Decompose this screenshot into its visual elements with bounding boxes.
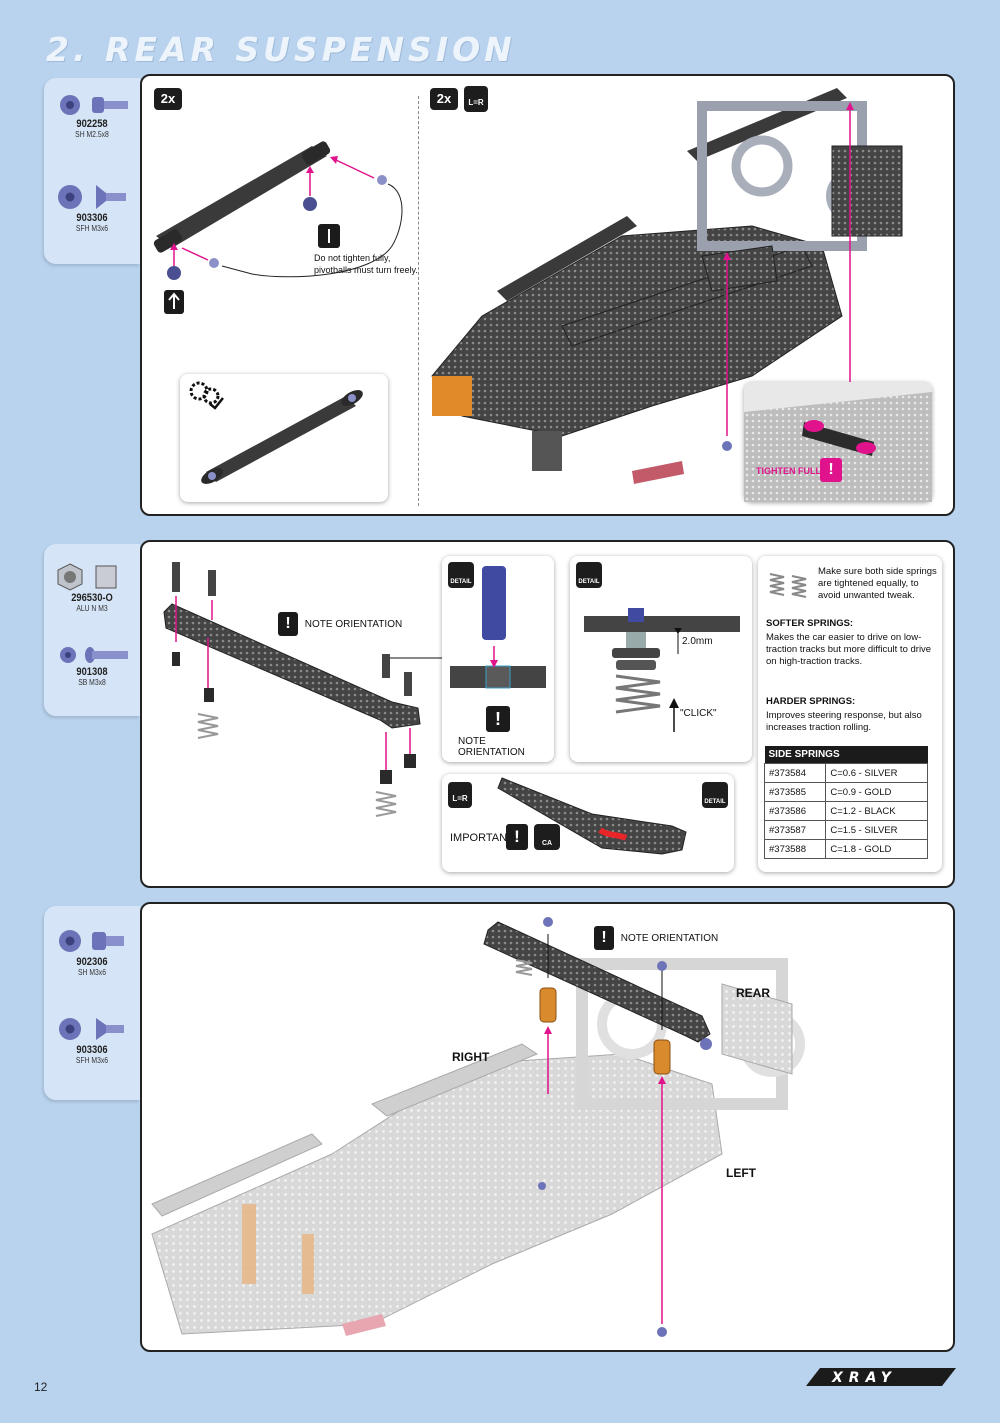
flat-head-screw-icon <box>58 185 126 209</box>
rear-pod-assembly-illustration <box>151 917 805 1337</box>
panel-divider <box>418 96 419 506</box>
flat-head-screw-icon <box>59 1018 124 1040</box>
qty-badge-left: 2x <box>154 88 182 110</box>
spring-plate-illustration <box>163 562 442 817</box>
springs-intro: Make sure both side springs are tightene… <box>818 566 937 601</box>
detail-card-spring-height: DETAIL 2.0mm "CLICK" <box>570 556 752 762</box>
socket-head-screw-icon <box>59 930 124 952</box>
button-head-screw-icon <box>60 647 128 663</box>
detail-icon: DETAIL <box>702 782 728 808</box>
part-903306: 903306 SFH M3x6 <box>44 182 140 233</box>
tighten-detail-illustration <box>744 392 932 502</box>
xray-logo: XRAY <box>800 1366 960 1388</box>
tighten-fully-label: TIGHTEN FULLY <box>756 466 827 476</box>
harder-springs-text: Improves steering response, but also inc… <box>766 710 922 733</box>
detail-icon: DETAIL <box>576 562 602 588</box>
spring-height-detail <box>584 608 740 732</box>
click-label: "CLICK" <box>680 708 717 719</box>
note-orientation-1: ! NOTE ORIENTATION <box>278 612 402 636</box>
chassis-illustration <box>431 88 903 484</box>
detail-note-orientation-label: NOTE ORIENTATION <box>458 736 525 758</box>
left-equals-right-icon: L=R <box>464 86 488 112</box>
step3-panel: ! NOTE ORIENTATION REAR RIGHT LEFT <box>140 902 955 1352</box>
note-orientation-label: NOTE ORIENTATION <box>304 618 403 630</box>
right-label: RIGHT <box>452 1050 490 1064</box>
part-901308: 901308 SB M3x8 <box>44 644 140 687</box>
warning-icon: ! <box>594 926 614 950</box>
springs-info-card: Make sure both side springs are tightene… <box>758 556 942 872</box>
pivotball-note: Do not tighten fully, pivotballs must tu… <box>314 253 418 275</box>
part-902258: 902258 SH M2.5x8 <box>44 92 140 139</box>
spring-height-dimension: 2.0mm <box>682 636 713 647</box>
softer-springs-title: SOFTER SPRINGS: <box>766 618 854 629</box>
rear-label: REAR <box>736 986 771 1000</box>
gear-check-icon <box>189 381 224 410</box>
harder-springs-title: HARDER SPRINGS: <box>766 696 856 707</box>
tighten-detail-card: TIGHTEN FULLY ! <box>744 382 932 502</box>
step2-parts-bag: 296530-O ALU N M3 901308 SB M3x8 <box>44 544 140 716</box>
side-springs-header: SIDE SPRINGS <box>764 746 928 764</box>
detail-card-plate-orientation: DETAIL ! NOTE ORIENTATION <box>442 556 554 762</box>
page-number: 12 <box>34 1380 48 1394</box>
warning-icon: ! <box>506 824 528 850</box>
left-label: LEFT <box>726 1166 756 1180</box>
plate-orientation-detail <box>450 566 546 689</box>
turnbuckle-rod-illustration <box>153 141 403 314</box>
springs-icon <box>769 573 807 598</box>
socket-head-screw-icon <box>60 95 128 115</box>
brand-text: XRAY <box>831 1370 897 1386</box>
step1-parts-bag: 902258 SH M2.5x8 903306 SFH M3x6 <box>44 78 140 264</box>
part-903306: 903306 SFH M3x6 <box>44 1014 140 1065</box>
qty-badge-right: 2x <box>430 88 458 110</box>
left-equals-right-icon: L=R <box>448 782 472 808</box>
step1-panel: 2x 2x L=R Do not tighten fully, pivotbal… <box>140 74 955 516</box>
note-orientation-step3-label: NOTE ORIENTATION <box>620 932 719 944</box>
xray-logo-mark: XRAY <box>806 1368 956 1386</box>
warning-icon: ! <box>486 706 510 732</box>
step2-panel: ! NOTE ORIENTATION DETAIL ! NOTE ORIENTA… <box>140 540 955 888</box>
important-label: IMPORTANT <box>450 832 514 844</box>
note-orientation-step3: ! NOTE ORIENTATION <box>594 926 718 950</box>
ca-glue-illustration <box>497 777 687 855</box>
part-296530-O: 296530-O ALU N M3 <box>44 562 140 613</box>
page-title: 2. REAR SUSPENSION <box>46 30 516 69</box>
assembled-rod-card <box>180 374 388 502</box>
warning-icon: ! <box>278 612 298 636</box>
detail-icon: DETAIL <box>448 562 474 588</box>
part-902306: 902306 SH M3x6 <box>44 926 140 977</box>
hex-nut-icon <box>57 563 117 591</box>
detail-card-ca-glue: L=R DETAIL IMPORTANT ! CA <box>442 774 734 872</box>
softer-springs-text: Makes the car easier to drive on low-tra… <box>766 632 932 667</box>
tighten-warning-icon: ! <box>820 458 842 482</box>
ca-glue-icon: CA <box>534 824 560 850</box>
step3-parts-bag: 902306 SH M3x6 903306 SFH M3x6 <box>44 906 140 1100</box>
assembled-rod-illustration <box>201 390 363 484</box>
